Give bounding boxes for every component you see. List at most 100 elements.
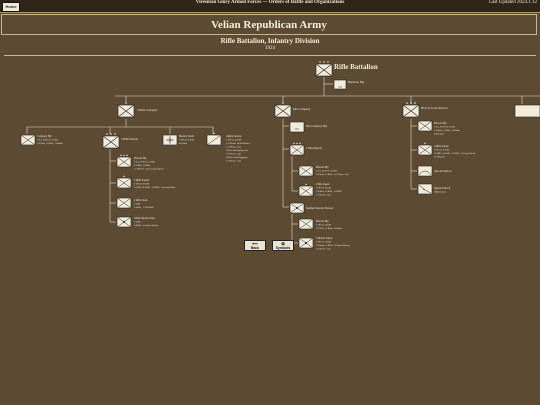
page-title: Velian Republican Army (211, 19, 327, 31)
mg-company-hq-symbol: HQ (289, 121, 305, 133)
offscreen-unit-symbol (514, 104, 540, 118)
medical-team-detail: 4×Pistol (179, 142, 187, 145)
medical-team-label: Medical Team (179, 135, 194, 138)
platoon-hq-detail: 1×Pistol, 5×Rifle, 1×2-Horse Cart (316, 173, 349, 176)
rifle-company-label: 3 Rifle Company (137, 108, 158, 112)
company-hq-detail: 1×Lt, 2×NCO, 3×EM (37, 139, 59, 142)
home-button[interactable]: Home (2, 2, 20, 12)
connector-lines (26, 77, 540, 244)
platoon-hq-label: Platoon HQ (316, 166, 328, 169)
medical-team-detail: 1×NCO, 3×EM (179, 139, 195, 142)
mortar-squad-label: 3 Mortar Squad (316, 237, 333, 240)
mortar-squad-symbol (298, 237, 314, 249)
mortar-squad-detail: 1×Pistol, 5×Rifle, 1×81mm Mortar (316, 244, 350, 247)
svg-text:HQ: HQ (338, 86, 342, 89)
symbols-button[interactable]: ⊠ Symbols (272, 240, 294, 251)
admin-section-detail: (Officer and Baggage) (226, 156, 248, 159)
mg-squad-symbol (298, 183, 314, 197)
mg-platoon-symbol (289, 142, 305, 156)
mg-company-label: MG Company (293, 107, 311, 111)
mortar-platoon-label: Medium Mortar Platoon (306, 207, 334, 210)
anti-air-label: Anti-Air Platoon (434, 170, 452, 173)
site-title: Viresnian Glory Armed Forces — Orders of… (195, 0, 345, 5)
company-hq-detail: 1×Pistol, 5×Rifle, 1xRadio (37, 142, 64, 145)
rifle-squads-detail: 2×SMG, 8×Rifle, 1×LMG, 1×Scoped Rifle (134, 186, 175, 189)
svg-text:HQ: HQ (295, 128, 299, 131)
rifle-platoon-label: 3 Rifle Platoon (121, 138, 139, 141)
rifle-team-symbol (116, 197, 132, 209)
signals-label: Signals Platoon (434, 187, 451, 190)
platoon-hq-detail: 1×Lt, 2×NCO, 3×EM (134, 161, 156, 164)
signals-detail: (Diplomats) (434, 191, 446, 194)
symbol-box-icon: ⊠ (281, 241, 285, 246)
mg-company-symbol (274, 102, 292, 118)
admin-section-detail: 1×2-Horse Field Kitchen (226, 142, 251, 145)
platoon-hq-label: Platoon HQ (316, 220, 328, 223)
platoon-hq-detail: 6×Bicycle (434, 133, 444, 136)
admin-section-detail: (Food and Equipment) (226, 149, 248, 152)
rifle-team-detail: 1×Rifle, 1×VB Rifle (134, 206, 154, 209)
battalion-label: Rifle Battalion (334, 63, 378, 71)
rifle-company-symbol (117, 102, 135, 118)
admin-section-symbol (206, 132, 222, 146)
back-arrow-icon: ⟵ (252, 241, 258, 246)
battalion-hq-symbol: HQ (333, 79, 347, 90)
mg-squad-detail: 1×Pistol, 6×Rifle, 1×HMG (316, 190, 342, 193)
mg-company-hq-label: MG Company HQ (306, 125, 327, 128)
mortar-team-detail: 1×EM (134, 221, 141, 224)
bicycle-platoon-label: Bicycle Scout Platoon (421, 106, 448, 110)
top-bar: Home Viresnian Glory Armed Forces — Orde… (0, 0, 540, 13)
mortar-team-detail: 1xRifle, 1×50mm Mortar (134, 224, 158, 227)
rifle-platoon-symbol (102, 133, 120, 149)
company-hq-label: Company HQ (37, 135, 52, 138)
signals-symbol (417, 183, 433, 195)
rifle-squad-symbol (116, 175, 132, 189)
medical-team-symbol (162, 134, 178, 146)
rifle-squads-detail: 2×NCO, 9×EM (134, 183, 150, 186)
divider (4, 55, 536, 56)
platoon-hq-symbol (298, 165, 314, 177)
admin-section-detail: 1×2-Horse Cart (226, 160, 241, 163)
mg-platoon-label: 2 MG Platoon (306, 147, 322, 150)
title-banner: Velian Republican Army (1, 14, 537, 35)
admin-section-detail: 1×NCO, 4×EM (226, 139, 242, 142)
bicycle-squad-detail: 2×NCO, 9×EM (434, 149, 450, 152)
platoon-hq-label: Platoon HQ (434, 122, 446, 125)
mortar-squad-detail: 1×2-Horse Cart (316, 248, 331, 251)
platoon-hq-detail: 1×NCO, 4×EM (316, 224, 332, 227)
mortar-team-label: 50mm Mortar Team (134, 217, 155, 220)
mg-squad-detail: 1×2-Horse Cart (316, 194, 331, 197)
platoon-hq-detail: 1×1-Horse Cart (Ammunition) (134, 168, 164, 171)
battalion-hq-label: Battalion HQ (348, 80, 365, 84)
rifle-team-detail: 1×EM (134, 203, 141, 206)
last-updated: Last Updated 2024.1.12 (488, 0, 537, 5)
mortar-platoon-symbol (289, 202, 305, 214)
rifle-squads-label: 3 Rifle Squads (134, 179, 149, 182)
anti-air-symbol (417, 165, 433, 177)
mortar-squad-detail: 1×NCO, 5×EM (316, 241, 332, 244)
mg-squad-label: 2 MG Squad (316, 183, 330, 186)
bicycle-platoon-symbol (402, 102, 420, 118)
bicycle-squad-detail: 11×Bicycle (434, 156, 445, 159)
platoon-hq-label: Platoon HQ (134, 157, 146, 160)
rifle-team-label: 2 Rifle Team (134, 199, 147, 202)
platoon-hq-detail: 1×Lt, 2×NCO, 3×EM (434, 126, 456, 129)
platoon-hq-detail: 1×Pistol, 5×Rifle, 1xRadio (434, 129, 461, 132)
admin-section-label: Admin Section (226, 135, 242, 138)
admin-section-detail: 1×2-Horse Cart (226, 146, 241, 149)
platoon-hq-detail: 1×Lt, 2×NCO, 3×EM (316, 170, 338, 173)
platoon-hq-symbol (417, 120, 433, 132)
bicycle-squad-label: 3 Rifle Squad (434, 145, 449, 148)
page-year: 1924 (265, 46, 275, 51)
bicycle-squad-symbol (417, 142, 433, 156)
platoon-hq-detail: 1×Pistol, 3×Rifle, 1xRadio (316, 227, 343, 230)
back-button[interactable]: ⟵ Back (244, 240, 266, 251)
page-subtitle: Rifle Battalion, Infantry Division (220, 37, 320, 45)
platoon-hq-symbol (116, 154, 132, 168)
mg-squad-detail: 1×NCO, 6×EM (316, 187, 332, 190)
admin-section-detail: 1×2-Horse Cart (226, 153, 241, 156)
battalion-symbol (315, 61, 333, 77)
mortar-team-symbol (116, 216, 132, 228)
platoon-hq-symbol (298, 218, 314, 230)
